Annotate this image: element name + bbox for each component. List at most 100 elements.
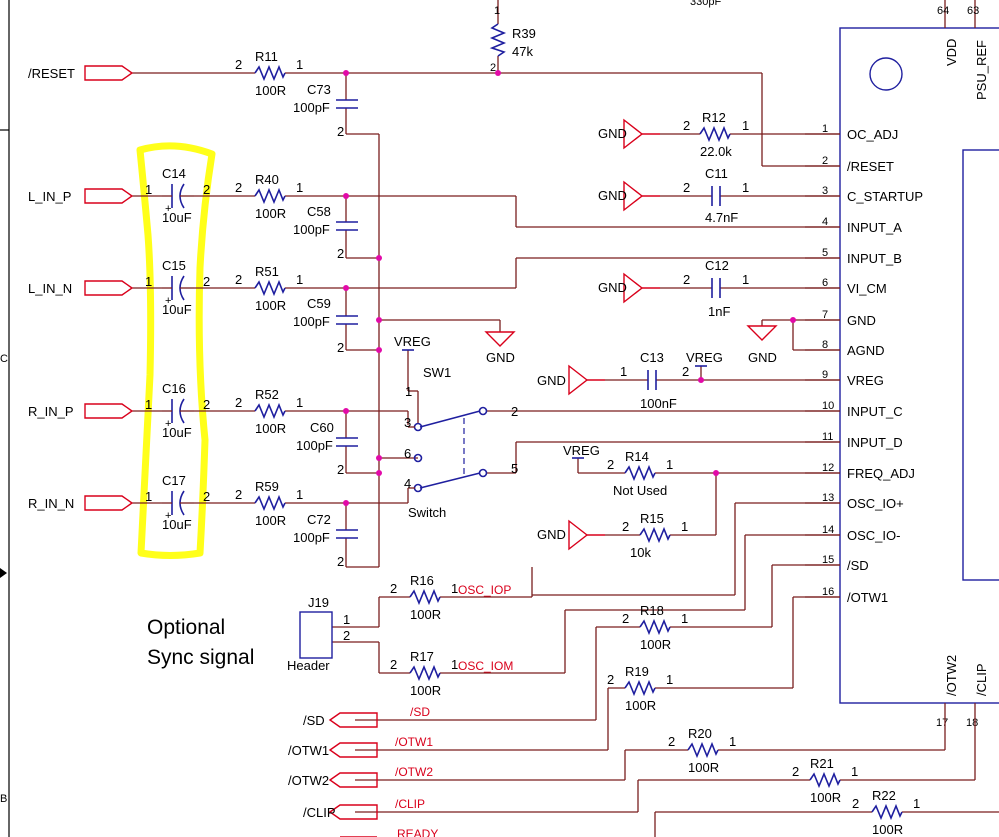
ic-pin-name-vdd: VDD: [944, 39, 959, 66]
r14-pin2: 2: [607, 457, 614, 472]
svg-text:2: 2: [490, 62, 496, 74]
c15-ref: C15: [162, 258, 186, 273]
switch-sw1: SW1 Switch 1 2 3 4 5 6: [404, 365, 518, 520]
r18-ref: R18: [640, 603, 664, 618]
c15-polarity: +: [165, 295, 171, 307]
ic-pin-name-clip: /CLIP: [974, 663, 989, 696]
svg-text:VREG: VREG: [686, 350, 723, 365]
ic-pin-num-10: 10: [822, 400, 834, 412]
net-label-otw2: /OTW2: [395, 765, 433, 779]
vreg-freq: VREG: [563, 443, 600, 459]
svg-text:2: 2: [683, 272, 690, 287]
port-reset: /RESET: [28, 65, 134, 81]
r15-pin2: 2: [622, 519, 629, 534]
r16-value: 100R: [410, 607, 441, 622]
c15-pin1: 1: [145, 274, 152, 289]
svg-text:1: 1: [742, 272, 749, 287]
svg-text:1: 1: [494, 5, 500, 17]
edge-fragment: C: [0, 353, 8, 365]
port-l-in-n: L_IN_N: [28, 280, 134, 296]
svg-text:Header: Header: [287, 658, 330, 673]
c72-ref: C72: [307, 512, 331, 527]
ic-pin-name-agnd: AGND: [847, 343, 885, 358]
vreg-switch: VREG: [394, 334, 431, 351]
capacitor-c11: C11 4.7nF 2 1: [683, 166, 749, 225]
svg-text:C13: C13: [640, 350, 664, 365]
c17-value: 10uF: [162, 517, 192, 532]
port-clip: /CLIP /CLIP: [303, 797, 425, 820]
port-r-in-n: R_IN_N: [28, 495, 134, 511]
r52-pin2: 2: [235, 395, 242, 410]
svg-text:1: 1: [405, 384, 412, 399]
r20-value: 100R: [688, 760, 719, 775]
port-label-l-in-p: L_IN_P: [28, 189, 71, 204]
r20-pin1: 1: [729, 734, 736, 749]
r16-pin1: 1: [451, 581, 458, 596]
ic-pin-num-6: 6: [822, 277, 828, 289]
port-label-sd: /SD: [303, 713, 325, 728]
r39-value: 47k: [512, 44, 533, 59]
c17-pin2: 2: [203, 489, 210, 504]
net-label-otw1: /OTW1: [395, 735, 433, 749]
r17-value: 100R: [410, 683, 441, 698]
r19-pin1: 1: [666, 672, 673, 687]
svg-text:GND: GND: [537, 527, 566, 542]
sw1-value: Switch: [408, 505, 446, 520]
r18-value: 100R: [640, 637, 671, 652]
ic-pin-num-9: 9: [822, 369, 828, 381]
c17-ref: C17: [162, 473, 186, 488]
net-label-sd: /SD: [410, 705, 430, 719]
r12-ref: R12: [702, 110, 726, 125]
port-l-in-p: L_IN_P: [28, 188, 134, 204]
r17-pin2: 2: [390, 657, 397, 672]
r51-ref: R51: [255, 264, 279, 279]
c58-pin2: 2: [337, 246, 344, 261]
r14-value: Not Used: [613, 483, 667, 498]
ic-top-pin-num-63: 63: [967, 5, 979, 17]
svg-text:100nF: 100nF: [640, 396, 677, 411]
ic-pin-name-osc-io: OSC_IO+: [847, 496, 904, 511]
svg-text:3: 3: [404, 415, 411, 430]
port-label-r-in-p: R_IN_P: [28, 404, 74, 419]
c72-pin2: 2: [337, 554, 344, 569]
r15-value: 10k: [630, 545, 651, 560]
c59-ref: C59: [307, 296, 331, 311]
gnd-vi-cm: GND: [598, 273, 660, 303]
port-label-clip: /CLIP: [303, 805, 336, 820]
c59-pin2: 2: [337, 340, 344, 355]
svg-text:VREG: VREG: [394, 334, 431, 349]
junctions: [343, 70, 796, 506]
r15-pin1: 1: [681, 519, 688, 534]
svg-text:2: 2: [682, 364, 689, 379]
svg-text:J19: J19: [308, 595, 329, 610]
r39-ref: R39: [512, 26, 536, 41]
ic-top-pin-num-64: 64: [937, 5, 949, 17]
c15-value: 10uF: [162, 302, 192, 317]
ic-pin-name-freq-adj: FREQ_ADJ: [847, 466, 915, 481]
net-label-ready: READY: [397, 827, 438, 837]
gnd-vreg-cap: GND: [537, 365, 605, 395]
r52-ref: R52: [255, 387, 279, 402]
resistor-r39: 1 2 R39 47k: [489, 5, 536, 74]
ic-pin-name-osc-io: OSC_IO-: [847, 528, 900, 543]
capacitor-c13: C13 100nF 1 2: [620, 350, 689, 411]
ic-pin-name-gnd: GND: [847, 313, 876, 328]
r51-pin2: 2: [235, 272, 242, 287]
edge-fragment-bottom: B: [0, 793, 7, 805]
c60-ref: C60: [310, 420, 334, 435]
r11-pin2: 2: [235, 57, 242, 72]
